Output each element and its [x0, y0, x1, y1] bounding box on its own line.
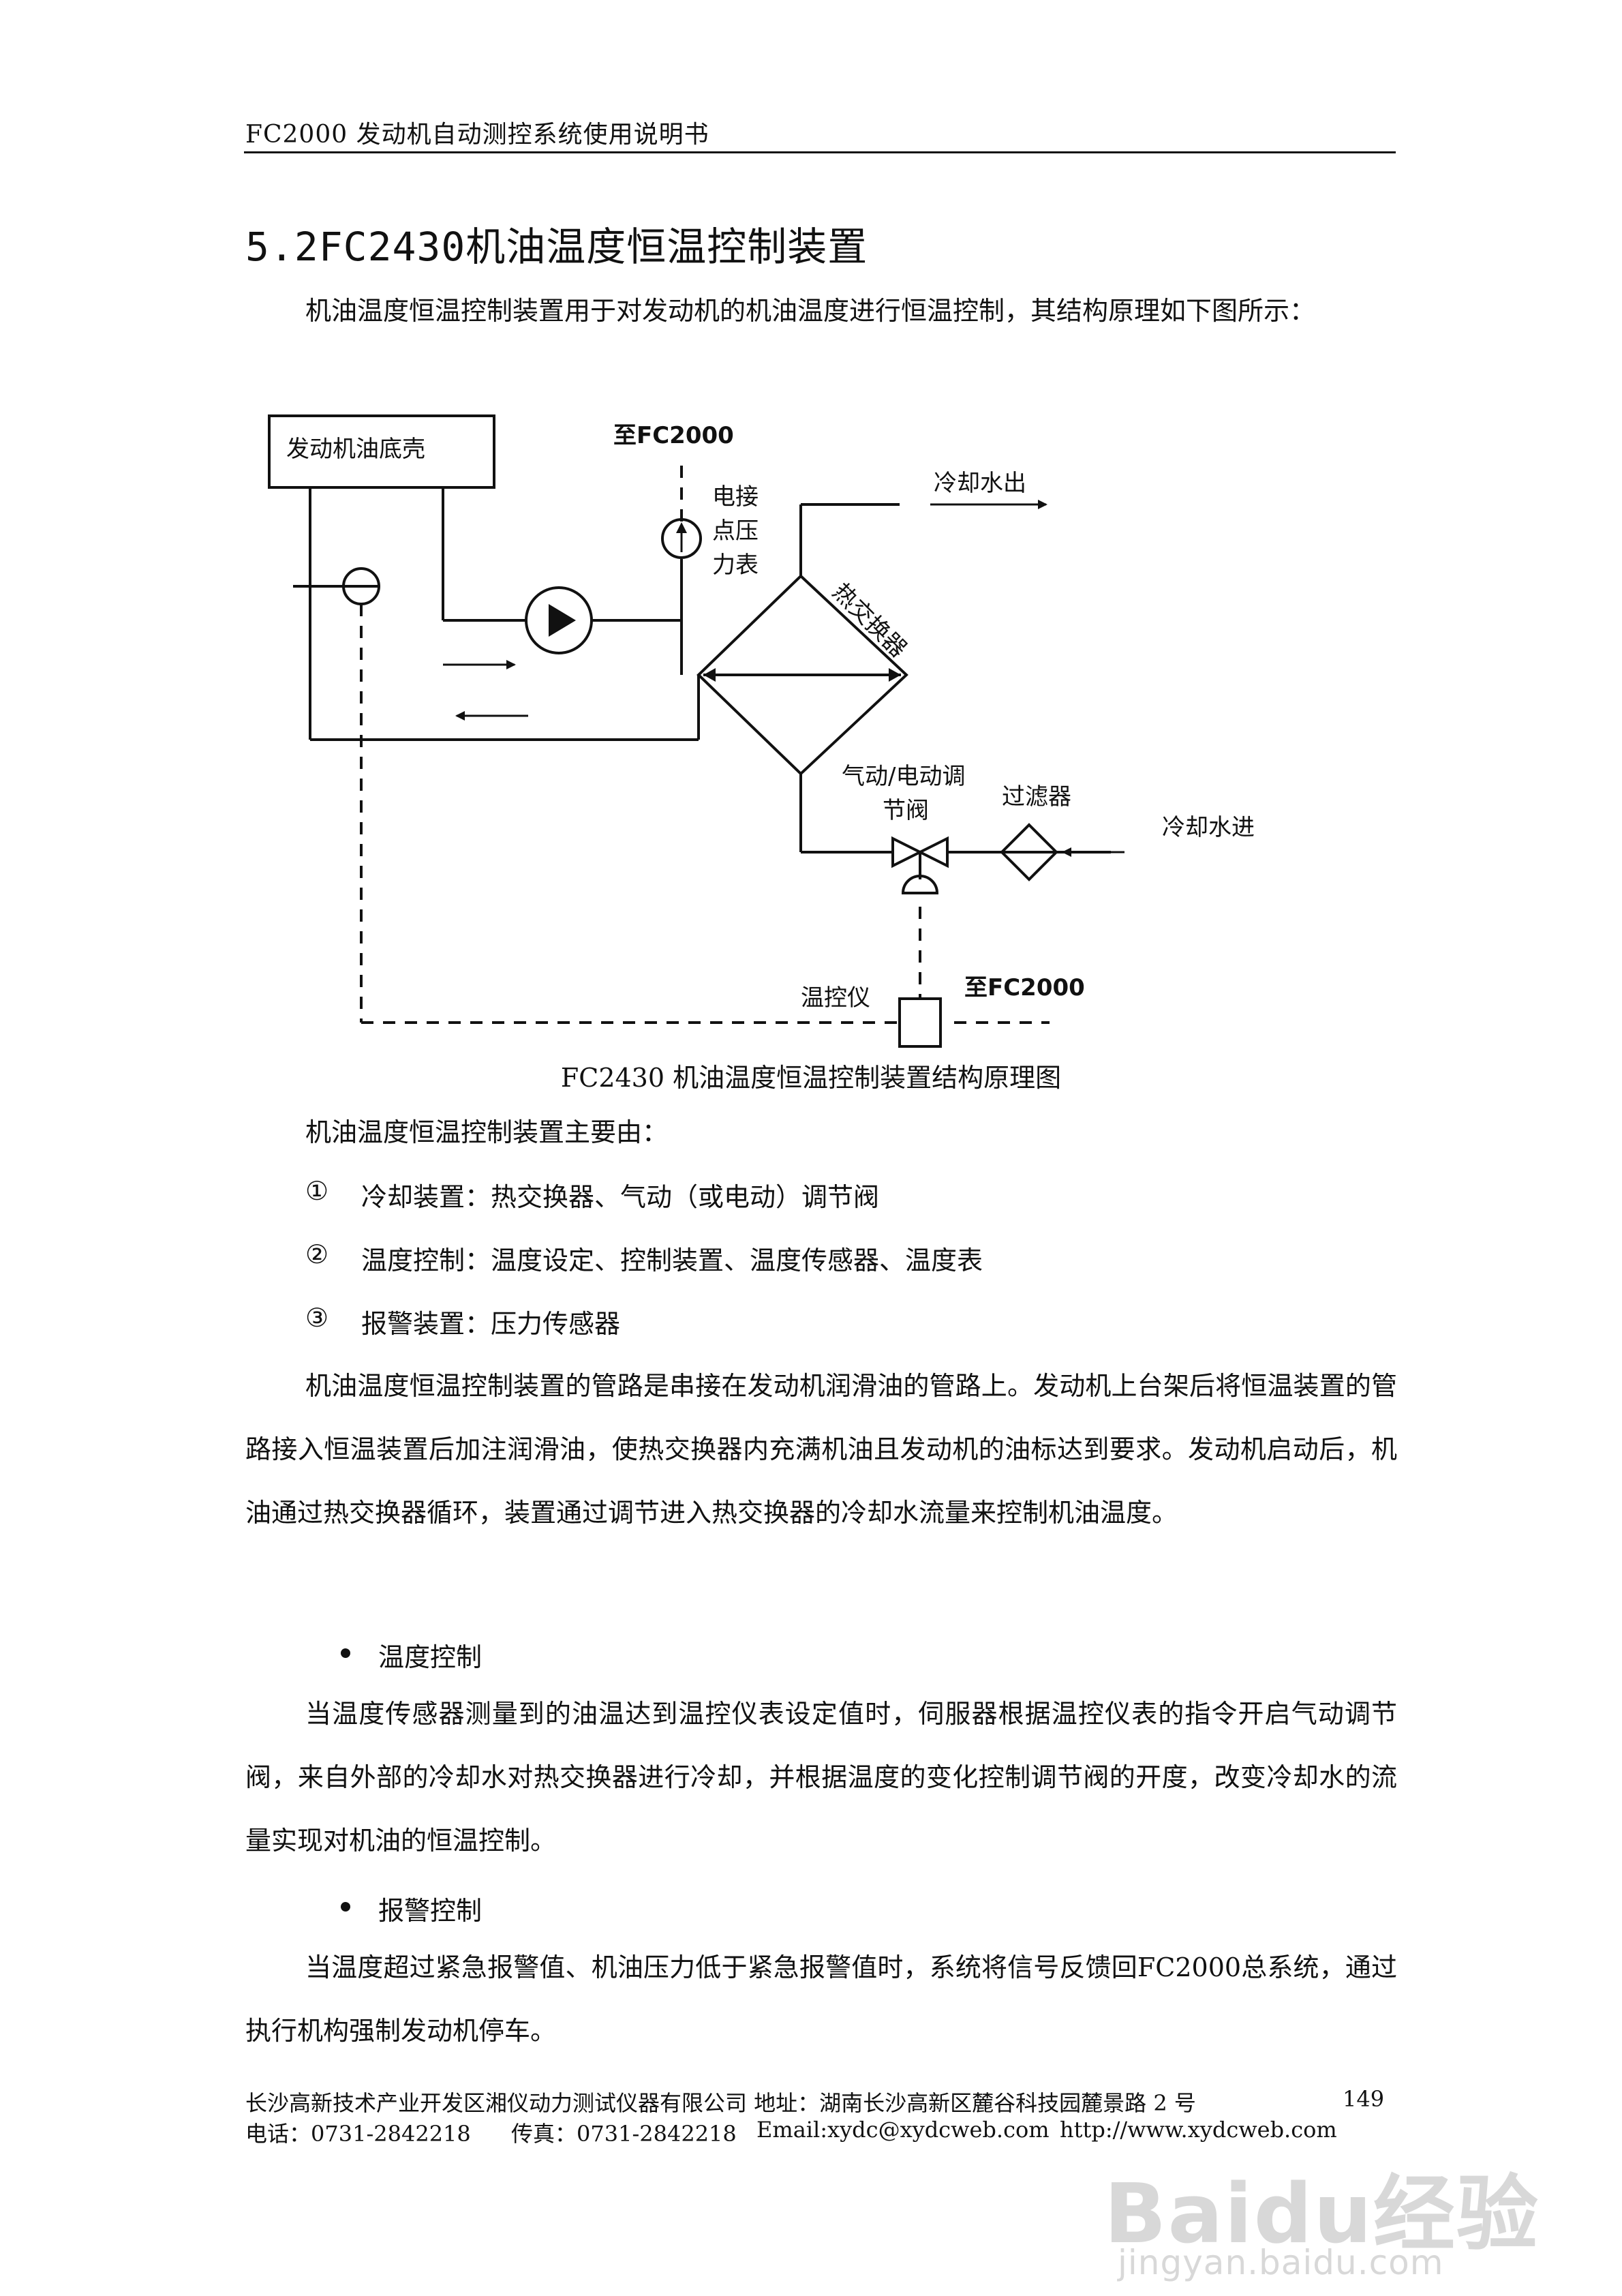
label-heat-exchanger: 热交换器	[827, 578, 912, 663]
footer-email: Email:xydc@xydcweb.com	[756, 2117, 1050, 2143]
bullet-alarm-control: 报警控制	[378, 1896, 483, 1926]
label-gauge-1: 电接	[712, 483, 759, 511]
component-text: 报警装置：压力传感器	[361, 1309, 621, 1339]
component-marker: ①	[305, 1176, 329, 1206]
component-text: 温度控制：温度设定、控制装置、温度传感器、温度表	[361, 1245, 983, 1275]
label-gauge-3: 力表	[712, 552, 759, 579]
valve-left	[891, 836, 923, 868]
component-marker: ②	[305, 1239, 329, 1269]
paragraph-alarm: 当温度超过紧急报警值、机油压力低于紧急报警值时，系统将信号反馈回FC2000总系…	[245, 1952, 1397, 2046]
valve-right	[917, 836, 949, 868]
bullet-dot	[341, 1648, 350, 1658]
footer-phone: 电话：0731-2842218	[245, 2121, 471, 2147]
page-number: 149	[1343, 2086, 1385, 2112]
paragraph-temperature: 当温度传感器测量到的油温达到温控仪表设定值时，伺服器根据温控仪表的指令开启气动调…	[245, 1699, 1397, 1856]
label-filter: 过滤器	[1002, 783, 1071, 811]
section-title: 5.2FC2430机油温度恒温控制装置	[245, 224, 868, 270]
pump-triangle	[549, 604, 576, 637]
sump-box	[268, 414, 495, 489]
footer-fax: 传真：0731-2842218	[511, 2121, 737, 2147]
label-cooling-in: 冷却水进	[1162, 814, 1255, 841]
footer-website: http://www.xydcweb.com	[1060, 2117, 1337, 2143]
label-to-fc2000-top: 至FC2000	[613, 422, 734, 449]
label-thermostat: 温控仪	[801, 984, 870, 1012]
intro-paragraph: 机油温度恒温控制装置用于对发动机的机油温度进行恒温控制，其结构原理如下图所示：	[305, 296, 1316, 326]
bullet-temperature-control: 温度控制	[378, 1642, 483, 1672]
paragraph-piping: 机油温度恒温控制装置的管路是串接在发动机润滑油的管路上。发动机上台架后将恒温装置…	[245, 1371, 1397, 1528]
structure-diagram: 发动机油底壳 至FC2000 电接 点压 力表 冷却水出 热交换器 气动/电动调…	[245, 402, 1281, 1050]
watermark-url: jingyan.baidu.com	[1118, 2243, 1444, 2282]
label-gauge-2: 点压	[712, 517, 759, 545]
figure-caption: FC2430 机油温度恒温控制装置结构原理图	[560, 1063, 1062, 1093]
header-rule	[244, 151, 1396, 153]
label-to-fc2000-bottom: 至FC2000	[964, 974, 1085, 1001]
component-text: 冷却装置：热交换器、气动（或电动）调节阀	[361, 1182, 880, 1212]
watermark-logo: Baidu经验	[1104, 2167, 1540, 2262]
label-valve-1: 气动/电动调	[842, 763, 965, 790]
baidu-watermark: Baidu经验 jingyan.baidu.com	[1104, 2147, 1595, 2284]
components-intro: 机油温度恒温控制装置主要由：	[305, 1117, 669, 1147]
label-sump: 发动机油底壳	[286, 436, 425, 463]
component-marker: ③	[305, 1303, 329, 1333]
bullet-dot	[341, 1902, 350, 1912]
label-cooling-out: 冷却水出	[934, 470, 1026, 497]
footer-address: 长沙高新技术产业开发区湘仪动力测试仪器有限公司 地址：湖南长沙高新区麓谷科技园麓…	[245, 2090, 1196, 2116]
thermostat-box	[898, 997, 942, 1048]
label-valve-2: 节阀	[883, 797, 929, 824]
header-title: FC2000 发动机自动测控系统使用说明书	[245, 121, 709, 149]
filter-diamond	[1000, 823, 1058, 881]
